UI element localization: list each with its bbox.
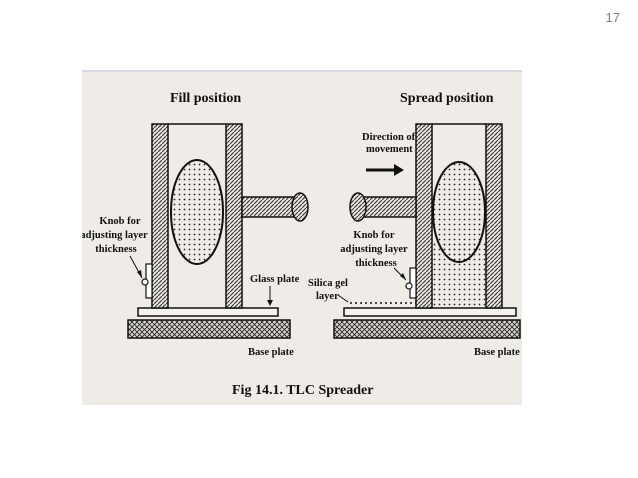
knob-right [349, 192, 367, 222]
silica-gel-label-1: Silica gel [308, 278, 348, 289]
base-plate-label-right: Base plate [474, 347, 520, 358]
spreader-wall-left [151, 123, 169, 309]
spreader-wall-left-2 [415, 123, 433, 309]
tlc-spreader-figure: Fill position Knob for adjusting layer t… [82, 70, 522, 405]
knob-label-left-3: thickness [95, 244, 136, 255]
base-plate-label-left: Base plate [248, 347, 294, 358]
knob-rod-right [361, 196, 417, 218]
knob-label-left-1: Knob for [99, 216, 140, 227]
glass-plate-left [137, 307, 279, 317]
knob-label-right-2: adjusting layer [340, 244, 408, 255]
direction-label-2: movement [366, 144, 413, 155]
direction-arrow [394, 164, 404, 176]
knob-label-left-2: adjusting layer [82, 230, 148, 241]
glass-plate-right [343, 307, 517, 317]
knob-left [291, 192, 309, 222]
tlc-spreader-diagram: Fill position Knob for adjusting layer t… [82, 91, 521, 398]
slurry-reservoir-right [432, 161, 486, 263]
direction-label-1: Direction of [362, 132, 416, 143]
slide-number: 17 [605, 10, 620, 25]
spreader-wall-right [225, 123, 243, 309]
slurry-reservoir-left [170, 159, 224, 265]
spread-position-title: Spread position [400, 91, 494, 106]
fill-position-title: Fill position [170, 91, 241, 106]
knob-label-right-1: Knob for [353, 230, 394, 241]
silica-gel-label-2: layer [316, 291, 339, 302]
figure-caption: Fig 14.1. TLC Spreader [232, 383, 373, 398]
knob-label-right-3: thickness [355, 258, 396, 269]
knob-rod-left [241, 196, 299, 218]
spreader-wall-right-2 [485, 123, 503, 309]
glass-plate-label: Glass plate [250, 274, 300, 285]
base-plate-left [127, 319, 291, 339]
base-plate-right [333, 319, 521, 339]
